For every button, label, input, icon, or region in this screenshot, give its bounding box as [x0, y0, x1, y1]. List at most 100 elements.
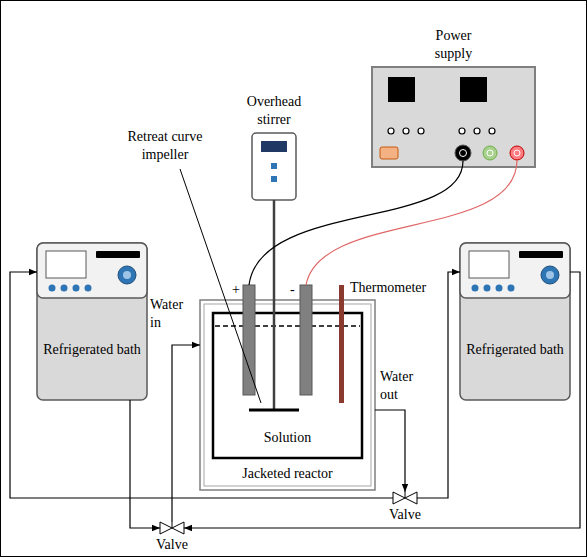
- red-terminal: [510, 146, 524, 160]
- control-dot: [474, 128, 480, 134]
- terminal-ring: [460, 150, 467, 157]
- water-pipe: [375, 410, 405, 492]
- valve-body: [393, 492, 417, 504]
- valve-body: [160, 522, 184, 534]
- bath-button: [508, 285, 515, 292]
- black-wire: [249, 161, 463, 285]
- bath-knob-center: [123, 271, 131, 279]
- liquid-level: [215, 325, 360, 327]
- valve-label: Valve: [379, 506, 431, 524]
- overhead-stirrer: Overhead stirrer: [252, 133, 296, 200]
- text-holder: Valve: [379, 506, 431, 524]
- label-holder: -: [290, 281, 295, 299]
- refrigerated-bath: Refrigerated bath: [37, 243, 147, 400]
- valve-stem: [172, 522, 173, 528]
- refrigerated-bath: Refrigerated bath: [460, 243, 570, 400]
- power-display: [460, 77, 487, 102]
- bath-knob: [541, 266, 559, 284]
- water-pipe: [172, 345, 200, 522]
- bath-screen: [46, 251, 86, 278]
- terminal-ring: [487, 150, 493, 156]
- device-label: Power supply: [423, 27, 485, 63]
- power-supply-case: [372, 67, 535, 167]
- water-pipe: [130, 400, 160, 528]
- power-supply: Power supply: [372, 67, 535, 167]
- label-holder: Water in: [150, 296, 194, 332]
- valve-stem: [405, 492, 406, 498]
- stirrer-button: [271, 163, 277, 169]
- solution-vessel: Solution: [213, 313, 362, 458]
- polarity-sign: +: [232, 281, 240, 299]
- label-holder: Water out: [380, 368, 424, 404]
- bath-button: [472, 285, 479, 292]
- impeller-blade: [249, 409, 299, 412]
- flow-label: Water in: [150, 296, 194, 332]
- bath-button: [73, 285, 80, 292]
- bath-button: [85, 285, 92, 292]
- polarity-sign: -: [290, 281, 295, 299]
- red-wire: [306, 160, 517, 285]
- refrigerated-bath-device: [37, 243, 147, 400]
- water-pipe: [417, 272, 460, 498]
- bath-panel: [460, 243, 570, 298]
- text-holder: Refrigerated bath: [465, 300, 565, 400]
- control-dot: [489, 128, 495, 134]
- leader-line: [180, 169, 261, 403]
- control-dot: [388, 128, 394, 134]
- text-holder: Valve: [146, 536, 198, 554]
- device-label: Overhead stirrer: [233, 93, 315, 129]
- bath-bar: [519, 251, 563, 258]
- bath-screen: [469, 251, 509, 278]
- text-holder: Overhead stirrer: [233, 93, 315, 129]
- part-label: Retreat curve impeller: [115, 128, 215, 164]
- control-dot: [403, 128, 409, 134]
- flow-label: Water out: [380, 368, 424, 404]
- stirrer-shaft: [273, 200, 276, 410]
- stirrer-button: [271, 176, 277, 182]
- bath-panel: [37, 243, 147, 298]
- bath-body: [460, 243, 570, 400]
- label-holder: +: [232, 281, 240, 299]
- green-terminal: [483, 146, 497, 160]
- bath-button: [49, 285, 56, 292]
- thermometer-probe: [339, 285, 344, 403]
- text-holder: Jacketed reactor: [205, 460, 370, 488]
- power-switch: [380, 147, 398, 159]
- power-display: [388, 77, 415, 102]
- bath-body: [37, 243, 147, 400]
- label-holder: Thermometer: [350, 279, 426, 297]
- reactor-label: Jacketed reactor: [242, 465, 333, 483]
- valve-symbol: Valve: [393, 492, 417, 504]
- anode-electrode: [243, 285, 255, 395]
- bath-knob: [118, 266, 136, 284]
- jacketed-reactor: SolutionJacketed reactor: [200, 300, 375, 490]
- valve-symbol: Valve: [160, 522, 184, 534]
- device-label: Refrigerated bath: [43, 341, 141, 359]
- vessel-label: Solution: [264, 429, 311, 447]
- stirrer-motor: [252, 133, 296, 200]
- text-holder: Power supply: [423, 27, 485, 63]
- black-terminal: [455, 145, 471, 161]
- text-holder: Solution: [218, 423, 357, 453]
- control-dot: [418, 128, 424, 134]
- terminal-ring: [514, 150, 520, 156]
- label-holder: Retreat curve impeller: [115, 128, 215, 164]
- device-label: Refrigerated bath: [466, 341, 564, 359]
- bath-button: [496, 285, 503, 292]
- bath-button: [61, 285, 68, 292]
- water-pipe: [10, 272, 393, 498]
- water-pipe: [184, 272, 580, 528]
- valve-outline: [393, 492, 417, 504]
- bath-knob-center: [546, 271, 554, 279]
- text-holder: Refrigerated bath: [42, 300, 142, 400]
- stirrer-screen: [261, 141, 287, 152]
- valve-outline: [160, 522, 184, 534]
- bath-bar: [96, 251, 140, 258]
- part-label: Thermometer: [350, 279, 426, 297]
- cathode-electrode: [300, 285, 312, 395]
- valve-label: Valve: [146, 536, 198, 554]
- refrigerated-bath-device: [460, 243, 570, 400]
- bath-button: [484, 285, 491, 292]
- jacket-inner-wall: [204, 304, 371, 486]
- control-dot: [459, 128, 465, 134]
